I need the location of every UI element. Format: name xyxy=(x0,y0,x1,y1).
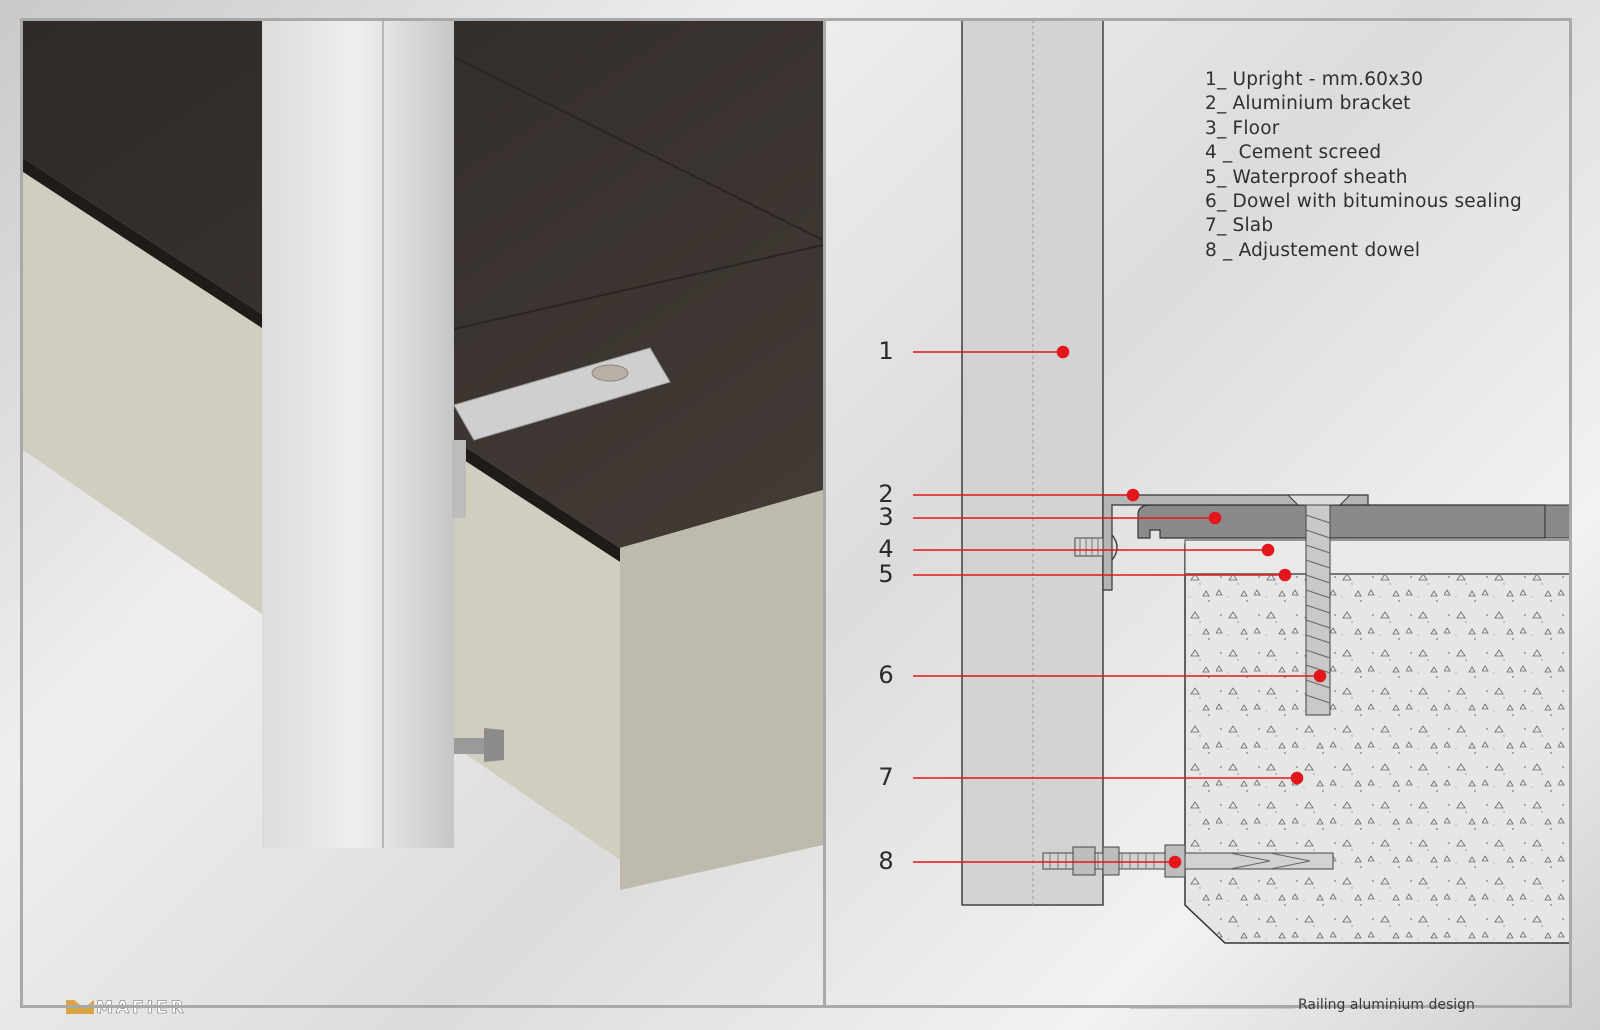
legend-item-bracket: 2_ Aluminium bracket xyxy=(1205,93,1411,115)
callout-number-2: 2 xyxy=(878,480,894,508)
section-view xyxy=(961,19,1571,944)
callout-number-7: 7 xyxy=(878,763,894,791)
screw-countersink xyxy=(1286,494,1352,506)
legend-item-adjustment-dowel: 8 _ Adjustement dowel xyxy=(1205,239,1421,261)
callout-number-5: 5 xyxy=(878,560,894,588)
bracket-bolt-section xyxy=(1074,534,1118,561)
leader-lines xyxy=(913,345,1327,869)
legend-item-slab: 7_ Slab xyxy=(1205,215,1274,237)
panel-divider xyxy=(823,18,826,1008)
callout-number-8: 8 xyxy=(878,847,894,875)
leader-dot-1 xyxy=(1056,345,1070,359)
footer-caption: Railing aluminium design xyxy=(1298,997,1475,1013)
leader-dot-7 xyxy=(1290,771,1304,785)
bracket-vertical-leg xyxy=(452,440,466,518)
tile-joint xyxy=(449,54,824,241)
callout-number-6: 6 xyxy=(878,661,894,689)
upright-section xyxy=(961,19,1104,906)
legend-item-upright: 1_ Upright - mm.60x30 xyxy=(1205,69,1424,90)
logo-text: MAFIER xyxy=(96,998,187,1018)
aluminium-bracket-section xyxy=(1102,494,1369,591)
render-view xyxy=(23,18,824,890)
leader-dot-3 xyxy=(1208,511,1222,525)
bracket-screw-head xyxy=(591,364,629,382)
slab-front-face xyxy=(620,490,823,890)
drawing-frame xyxy=(20,18,1572,1008)
leader-dot-4 xyxy=(1261,543,1275,557)
upright-post xyxy=(262,18,454,848)
leader-dot-2 xyxy=(1126,488,1140,502)
legend-item-dowel: 6_ Dowel with bituminous sealing xyxy=(1205,191,1522,213)
tile-joint xyxy=(449,244,824,331)
leader-dot-8 xyxy=(1168,855,1182,869)
legend-item-floor: 3_ Floor xyxy=(1205,117,1280,139)
callout-number-3: 3 xyxy=(878,503,894,531)
legend: 1_ Upright - mm.60x30 2_ Aluminium brack… xyxy=(1205,68,1522,263)
leader-dot-6 xyxy=(1313,669,1327,683)
callout-number-1: 1 xyxy=(878,337,894,365)
concrete-texture xyxy=(1185,545,1570,943)
legend-item-waterproof-sheath: 5_ Waterproof sheath xyxy=(1205,166,1408,188)
adjustment-dowel-section xyxy=(1042,844,1334,878)
legend-item-cement-screed: 4 _ Cement screed xyxy=(1205,142,1382,164)
leader-dot-5 xyxy=(1278,568,1292,582)
adjustment-bolt-3d xyxy=(454,728,504,762)
callout-number-4: 4 xyxy=(878,535,894,563)
brand-logo: MAFIER xyxy=(66,998,187,1018)
